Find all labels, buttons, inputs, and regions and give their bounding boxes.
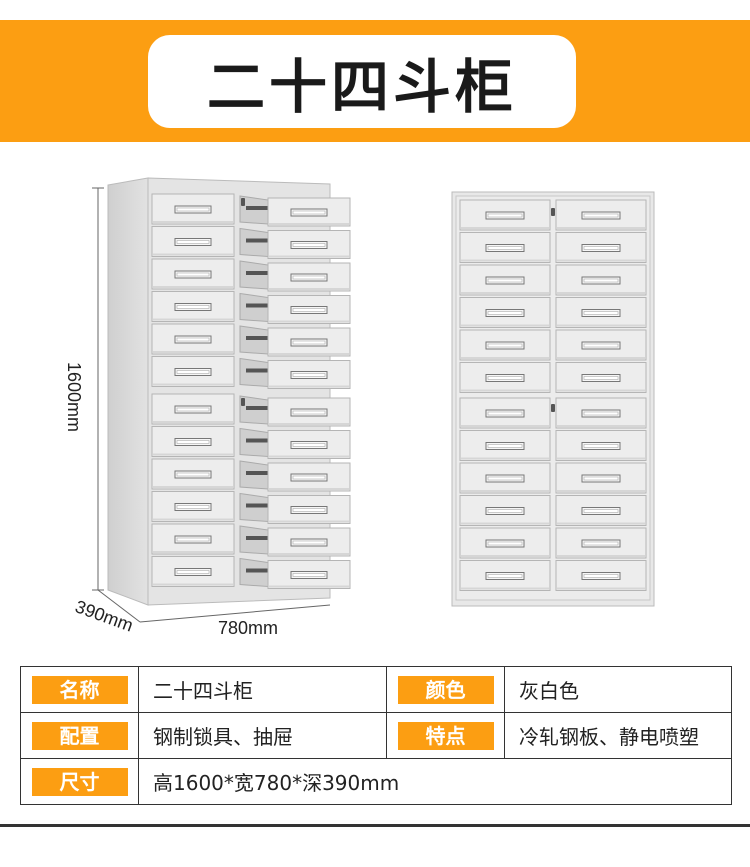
drawer bbox=[267, 360, 351, 389]
open-drawer bbox=[239, 525, 351, 557]
drawer bbox=[151, 323, 235, 355]
lock-icon bbox=[551, 208, 555, 216]
drawer bbox=[459, 560, 551, 591]
drawer bbox=[267, 430, 351, 459]
drawer bbox=[267, 397, 351, 427]
width-label: 780mm bbox=[218, 618, 279, 638]
drawer bbox=[267, 230, 351, 259]
open-drawer bbox=[239, 292, 351, 324]
title-box: 二十四斗柜 bbox=[148, 35, 576, 128]
drawer bbox=[555, 297, 647, 328]
open-drawer bbox=[239, 395, 351, 427]
open-drawer bbox=[239, 195, 351, 227]
lock-icon bbox=[551, 404, 555, 412]
page-title: 二十四斗柜 bbox=[206, 52, 517, 121]
drawer bbox=[459, 462, 551, 494]
open-drawer bbox=[239, 260, 351, 292]
drawer bbox=[555, 329, 647, 361]
open-drawer bbox=[239, 460, 351, 492]
spec-label: 名称 bbox=[31, 675, 128, 704]
drawer bbox=[267, 327, 351, 357]
spec-label: 特点 bbox=[397, 721, 494, 750]
drawer bbox=[555, 199, 647, 231]
drawer bbox=[151, 356, 235, 387]
bottom-divider bbox=[0, 824, 750, 827]
open-drawer bbox=[239, 325, 351, 357]
spec-label: 尺寸 bbox=[31, 767, 128, 796]
drawer bbox=[555, 397, 647, 429]
spec-value: 钢制锁具、抽屉 bbox=[138, 712, 387, 759]
drawer bbox=[151, 523, 235, 555]
drawer bbox=[459, 232, 551, 263]
drawer bbox=[459, 329, 551, 361]
open-drawer bbox=[239, 557, 351, 589]
open-drawer bbox=[239, 357, 351, 389]
drawer bbox=[151, 393, 235, 425]
drawer bbox=[459, 264, 551, 296]
drawer bbox=[555, 560, 647, 591]
drawer bbox=[267, 462, 351, 492]
drawer bbox=[555, 430, 647, 461]
drawer bbox=[151, 458, 235, 490]
drawer bbox=[151, 491, 235, 522]
drawer bbox=[151, 258, 235, 290]
drawer bbox=[459, 430, 551, 461]
spec-value: 灰白色 bbox=[504, 666, 732, 713]
height-label: 1600mm bbox=[64, 362, 84, 433]
drawer bbox=[267, 262, 351, 292]
drawer bbox=[555, 232, 647, 263]
cabinet-drawings bbox=[92, 177, 655, 623]
spec-value: 高1600*宽780*深390mm bbox=[138, 758, 732, 805]
drawer bbox=[555, 362, 647, 393]
drawer bbox=[459, 362, 551, 393]
drawer bbox=[267, 197, 351, 227]
spec-row: 配置 钢制锁具、抽屉 特点 冷轧钢板、静电喷塑 bbox=[20, 712, 732, 759]
open-cabinet-drawing bbox=[107, 177, 351, 606]
spec-row: 尺寸 高1600*宽780*深390mm bbox=[20, 758, 732, 805]
spec-row: 名称 二十四斗柜 颜色 灰白色 bbox=[20, 666, 732, 713]
drawer bbox=[151, 193, 235, 225]
lock-icon bbox=[241, 398, 245, 406]
spec-label: 颜色 bbox=[397, 675, 494, 704]
spec-value: 冷轧钢板、静电喷塑 bbox=[504, 712, 732, 759]
open-drawer bbox=[239, 492, 351, 524]
closed-cabinet-drawing bbox=[451, 191, 655, 607]
title-banner: 二十四斗柜 bbox=[0, 20, 750, 142]
drawer bbox=[267, 495, 351, 524]
drawer bbox=[555, 264, 647, 296]
product-illustration: 1600mm 390mm 780mm bbox=[0, 150, 750, 660]
spec-table: 名称 二十四斗柜 颜色 灰白色 配置 钢制锁具、抽屉 特点 冷轧钢板、静电喷塑 … bbox=[20, 666, 732, 805]
drawer bbox=[459, 527, 551, 559]
open-drawer bbox=[239, 227, 351, 259]
open-drawer bbox=[239, 427, 351, 459]
lock-icon bbox=[241, 198, 245, 206]
drawer bbox=[555, 462, 647, 494]
spec-label: 配置 bbox=[31, 721, 128, 750]
drawer bbox=[459, 199, 551, 231]
drawer bbox=[267, 527, 351, 557]
drawer bbox=[459, 397, 551, 429]
drawer bbox=[151, 226, 235, 257]
drawer bbox=[555, 495, 647, 526]
drawer bbox=[555, 527, 647, 559]
drawer bbox=[459, 297, 551, 328]
drawer bbox=[459, 495, 551, 526]
drawer bbox=[151, 291, 235, 322]
spec-value: 二十四斗柜 bbox=[138, 666, 387, 713]
drawer bbox=[267, 295, 351, 324]
drawer bbox=[151, 426, 235, 457]
drawer bbox=[151, 556, 235, 587]
drawer bbox=[267, 560, 351, 589]
